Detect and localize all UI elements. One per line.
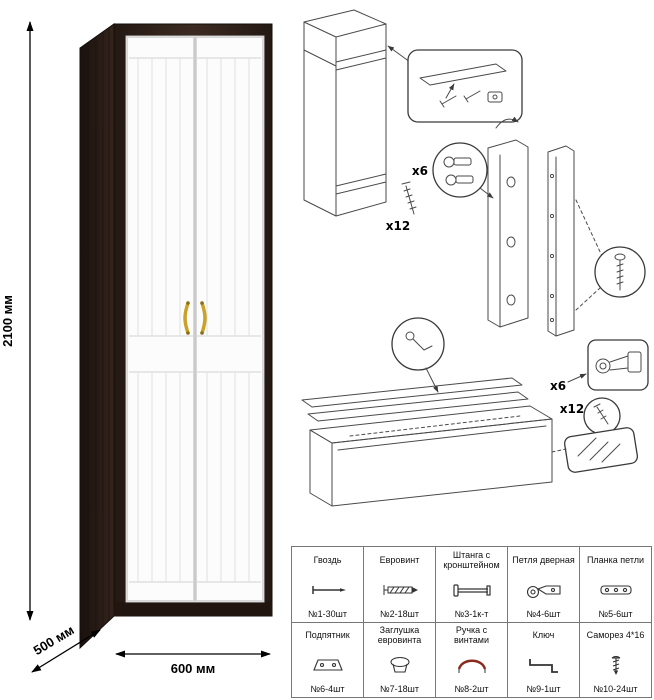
dimension-height: 2100 мм: [0, 21, 34, 621]
part-cell-handle: Ручка с винтами №8-2шт: [436, 622, 508, 698]
dimension-width: 600 мм: [115, 650, 271, 676]
screw-callout-right: [575, 199, 646, 311]
part-qty: №9-1шт: [526, 684, 561, 694]
screw-callout-top: x12: [386, 181, 417, 233]
part-name: Планка петли: [586, 554, 645, 565]
part-qty: №5-6шт: [598, 608, 633, 619]
door-handle-left: [183, 301, 190, 335]
carcass-drawing: [303, 9, 387, 217]
door-handle-right: [200, 301, 207, 335]
part-qty: №2-18шт: [379, 608, 419, 619]
width-label: 600 мм: [171, 661, 216, 676]
base-assembly-drawing: [301, 377, 553, 507]
hinge-callout-top: x6: [412, 142, 494, 199]
part-cell-rod: Штанга с кронштейном №3-1к-т: [436, 547, 508, 623]
part-name: Подпятник: [305, 630, 350, 641]
screw-cap-icon: [389, 657, 410, 673]
wardrobe-plinth: [114, 602, 272, 616]
top-screw-count-label: x12: [386, 219, 410, 233]
part-qty: №6-4шт: [310, 684, 345, 694]
door-hinge-icon: [526, 585, 561, 598]
part-name: Саморез 4*16: [586, 630, 645, 641]
key-icon: [528, 659, 558, 674]
part-qty: №7-18шт: [379, 684, 419, 694]
part-qty: №3-1к-т: [454, 608, 489, 619]
part-qty: №10-24шт: [593, 684, 638, 694]
door-panel-drawing: [547, 145, 575, 337]
assembly-diagram: x6 x12: [301, 9, 649, 507]
part-qty: №8-2шт: [454, 684, 489, 694]
part-name: Гвоздь: [313, 554, 342, 565]
part-cell-nail: Гвоздь №1-30шт: [292, 547, 364, 623]
part-cell-euroscrew: Евровинт №2-18шт: [364, 547, 436, 623]
part-cell-key: Ключ №9-1шт: [508, 622, 580, 698]
panel-detail-bottom-right: [551, 427, 639, 473]
part-name: Штанга с кронштейном: [443, 549, 500, 570]
hinge-plate-icon: [599, 585, 632, 595]
part-name: Ключ: [532, 630, 555, 641]
nail-icon: [311, 585, 346, 594]
part-name: Ручка с винтами: [453, 625, 490, 645]
part-name: Евровинт: [379, 554, 420, 565]
part-cell-screw: Саморез 4*16 №10-24шт: [580, 622, 652, 698]
furniture-foot-icon: [312, 659, 343, 671]
screw-icon: [611, 656, 620, 676]
wardrobe-doors: [125, 35, 265, 603]
bottom-hinge-count-label: x6: [550, 379, 566, 393]
part-name: Заглушка евровинта: [377, 625, 422, 645]
height-label: 2100 мм: [0, 295, 15, 347]
key-callout: [391, 317, 445, 393]
depth-label: 500 мм: [31, 622, 77, 658]
part-cell-hinge-plate: Планка петли №5-6шт: [580, 547, 652, 623]
part-qty: №1-30шт: [307, 608, 347, 619]
parts-table: Гвоздь №1-30шт Евровинт №2-18шт: [291, 546, 652, 698]
part-cell-hinge: Петля дверная №4-6шт: [508, 547, 580, 623]
top-hinge-count-label: x6: [412, 164, 428, 178]
hinge-detail-bottom: x6: [550, 339, 649, 393]
confirmat-screw-icon: [383, 584, 418, 595]
side-panel-drawing: [487, 116, 529, 328]
part-qty: №4-6шт: [526, 608, 561, 619]
handle-icon: [457, 659, 486, 674]
wardrobe-illustration: 2100 мм 500 мм 600 мм: [0, 21, 273, 676]
screw-callout-bottom: x12: [560, 397, 621, 435]
part-cell-foot: Подпятник №6-4шт: [292, 622, 364, 698]
bottom-screw-count-label: x12: [560, 402, 584, 416]
rail-detail-callout: [387, 45, 523, 123]
part-name: Петля дверная: [512, 554, 575, 565]
hanging-rod-icon: [452, 584, 491, 597]
part-cell-cap: Заглушка евровинта №7-18шт: [364, 622, 436, 698]
wardrobe-body: [79, 23, 273, 650]
